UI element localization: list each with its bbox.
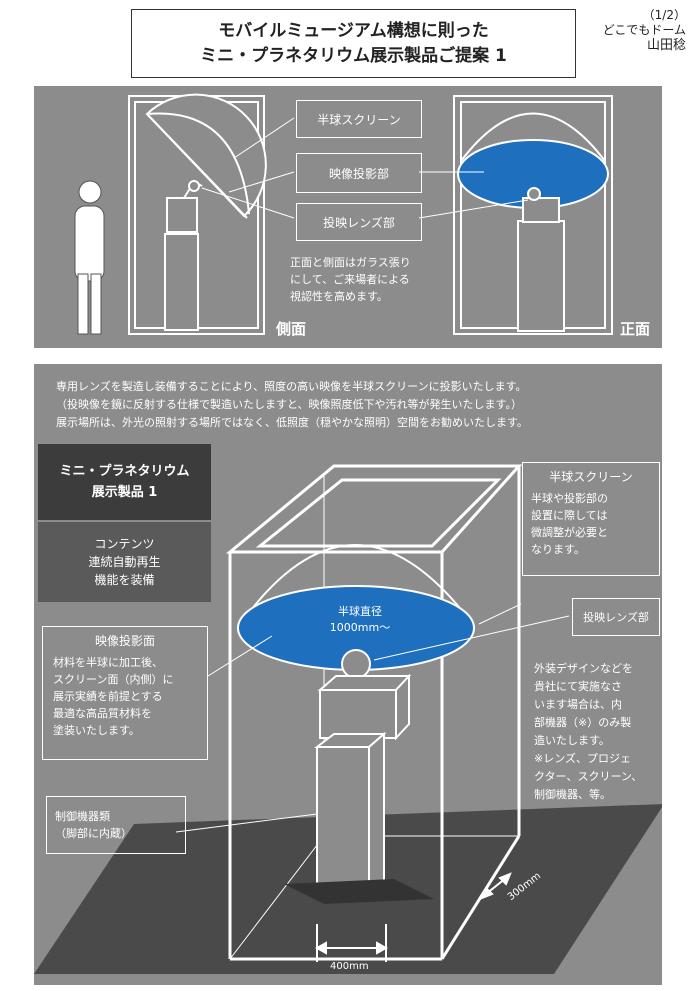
projection-line: 塗装いたします。 [53, 724, 140, 737]
note-line: 正面と側面はガラス張り [290, 256, 411, 269]
content-feature-box: コンテンツ 連続自動再生 機能を装備 [38, 522, 211, 602]
organization: どこでもドーム [602, 23, 686, 37]
projection-line: 最適な高品質材料を [53, 707, 152, 720]
exterior-line: クター、スクリーン、 [534, 770, 643, 783]
diameter-line: 1000mm〜 [329, 621, 391, 634]
control-line: 制御機器類 [55, 810, 110, 823]
side-front-view-panel: 半球スクリーン 映像投影部 投映レンズ部 正面と側面はガラス張り にして、ご来場… [34, 86, 662, 348]
base-shadow [284, 879, 434, 904]
dome-screen-title: 半球スクリーン [549, 470, 633, 484]
dome-line: 半球や投影部の [531, 492, 608, 505]
product-line: ミニ・プラネタリウム [59, 464, 190, 479]
front-cabinet-drawing [453, 95, 613, 335]
glass-note: 正面と側面はガラス張り にして、ご来場者による 視認性を高めます。 [290, 254, 460, 305]
intro-text: 専用レンズを製造し装備することにより、照度の高い映像を半球スクリーンに投影いたし… [56, 378, 656, 432]
callout-lines [201, 117, 529, 219]
projection-line: スクリーン面（内側）に [53, 673, 174, 686]
projection-surface-box: 映像投影面 材料を半球に加工後、 スクリーン面（内側）に 展示実績を前提とする … [42, 626, 208, 760]
control-equipment-box: 制御機器類 （脚部に内蔵） [46, 796, 186, 854]
product-drawing [34, 464, 662, 974]
content-line: 機能を装備 [94, 573, 155, 587]
label-lens: 投映レンズ部 [296, 203, 422, 241]
diameter-line: 半球直径 [338, 605, 382, 618]
projection-line: 材料を半球に加工後、 [53, 656, 163, 669]
projection-line: 展示実績を前提とする [53, 690, 163, 703]
exterior-note: 外装デザインなどを 貴社にて実施なさ います場合は、内 部機器（※）のみ製 造い… [534, 660, 658, 804]
cabinet-frame [225, 464, 523, 961]
dome-line: 設置に際しては [531, 509, 608, 522]
content-line: コンテンツ [94, 537, 155, 551]
author: 山田稔 [646, 38, 686, 53]
label-dome-screen: 半球スクリーン [296, 100, 422, 138]
dome-line: 微調整が必要と [531, 526, 608, 539]
projector-unit [314, 649, 412, 902]
side-cabinet-drawing [128, 93, 267, 335]
lens-label: 投映レンズ部 [572, 598, 660, 636]
dome-line: なります。 [531, 543, 585, 556]
exterior-line: 外装デザインなどを [534, 662, 633, 675]
note-line: 視認性を高めます。 [290, 290, 388, 303]
exterior-line: ※レンズ、プロジェ [534, 752, 631, 765]
dome-outline [238, 544, 475, 627]
page-meta: （1/2） どこでもドーム 山田稔 [603, 8, 686, 53]
person-silhouette [74, 180, 105, 335]
exterior-line: います場合は、内 [534, 698, 622, 711]
title-box: モバイルミュージアム構想に則った ミニ・プラネタリウム展示製品ご提案 1 [131, 9, 576, 78]
width-dimension: 400mm [330, 961, 369, 972]
dome-screen-box: 半球スクリーン 半球や投影部の 設置に際しては 微調整が必要と なります。 [522, 462, 660, 576]
intro-line: （投映像を鏡に反射する仕様で製造いたしますと、映像照度低下や汚れ等が発生いたしま… [56, 398, 522, 411]
control-line: （脚部に内蔵） [55, 827, 132, 840]
page-number: （1/2） [642, 8, 686, 22]
product-line: 展示製品 1 [91, 485, 158, 500]
side-front-drawing [74, 93, 613, 335]
exterior-line: 貴社にて実施なさ [534, 680, 622, 693]
intro-line: 展示場所は、外光の照射する場所ではなく、低照度（穏やかな照明）空間をお勧めいたし… [56, 416, 528, 429]
exterior-line: 制御機器、等。 [534, 788, 611, 801]
label-projector: 映像投影部 [296, 153, 422, 193]
intro-line: 専用レンズを製造し装備することにより、照度の高い映像を半球スクリーンに投影いたし… [56, 380, 527, 393]
exterior-line: 部機器（※）のみ製 [534, 716, 632, 729]
projection-surface-title: 映像投影面 [94, 634, 155, 648]
title-line-2: ミニ・プラネタリウム展示製品ご提案 1 [200, 45, 507, 66]
side-view-label: 側面 [276, 320, 307, 338]
diameter-label: 半球直径 1000mm〜 [310, 604, 410, 636]
title-line-1: モバイルミュージアム構想に則った [218, 20, 489, 41]
front-view-label: 正面 [620, 320, 651, 338]
exterior-line: 造いたします。 [534, 734, 610, 747]
note-line: にして、ご来場者による [290, 273, 410, 286]
content-line: 連続自動再生 [88, 555, 161, 569]
product-title-box: ミニ・プラネタリウム 展示製品 1 [38, 444, 211, 520]
bottom-callouts [175, 603, 570, 833]
dimension-lines [314, 872, 512, 962]
product-detail-panel: 専用レンズを製造し装備することにより、照度の高い映像を半球スクリーンに投影いたし… [34, 364, 662, 985]
